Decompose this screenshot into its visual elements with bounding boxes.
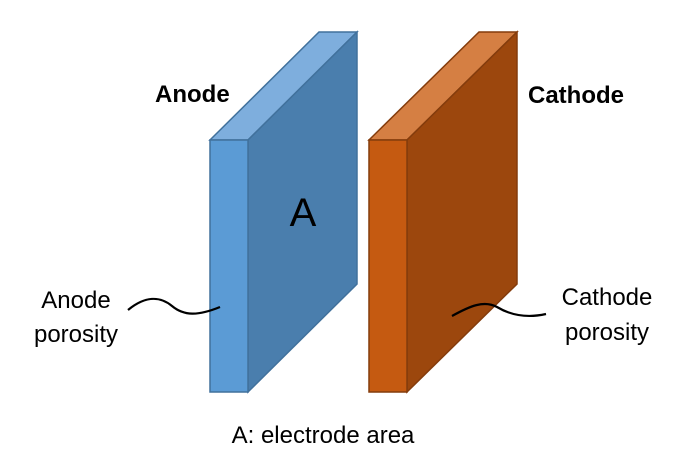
cathode-porosity-label-line2: porosity — [565, 319, 649, 346]
cathode-front-face — [368, 139, 408, 393]
cathode-title: Cathode — [528, 82, 624, 109]
cathode-porosity-label-line1: Cathode — [562, 284, 653, 311]
anode-porosity-leader — [127, 297, 221, 315]
cathode-electrode — [367, 30, 519, 394]
area-symbol: A — [290, 191, 317, 235]
caption: A: electrode area — [232, 422, 415, 449]
anode-porosity-label-line1: Anode — [41, 287, 110, 314]
anode-porosity-label-line2: porosity — [34, 321, 118, 348]
cathode-porosity-leader — [451, 302, 547, 318]
anode-electrode — [208, 30, 359, 394]
anode-front-face — [209, 139, 249, 393]
anode-title: Anode — [155, 81, 230, 108]
